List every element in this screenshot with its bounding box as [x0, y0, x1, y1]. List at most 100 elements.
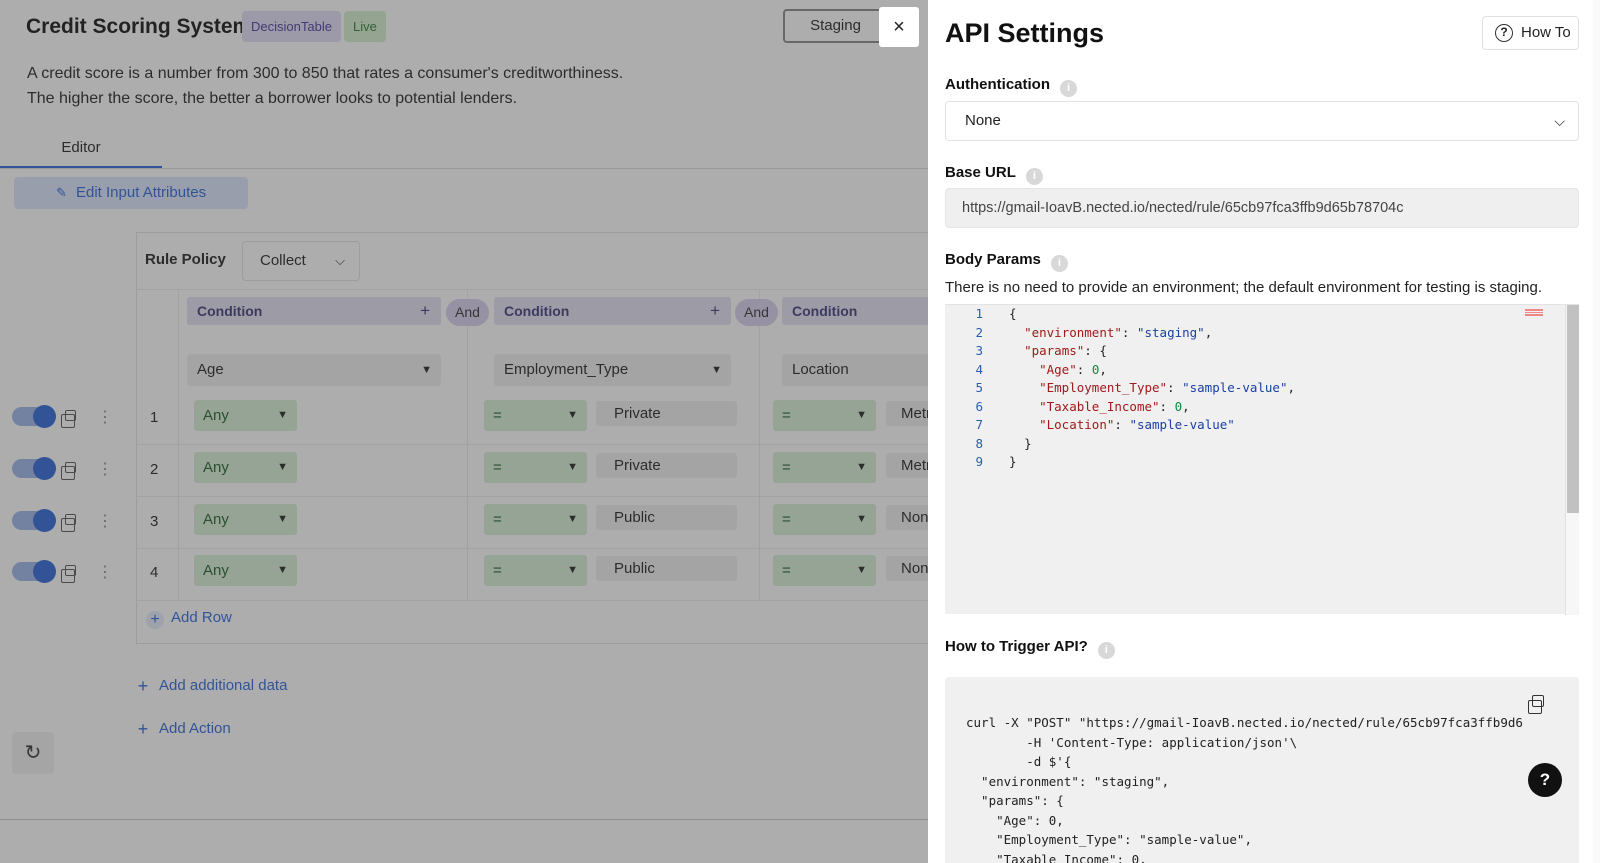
info-icon[interactable]: i [1025, 168, 1043, 185]
authentication-select[interactable]: None ⌵ [945, 101, 1579, 141]
and-operator-pill[interactable]: And [735, 299, 778, 326]
condition-value-input[interactable]: Non Metro [886, 505, 928, 530]
body-params-editor[interactable]: 1{2 "environment": "staging",3 "params":… [945, 304, 1579, 615]
copy-icon[interactable] [1528, 695, 1544, 714]
operator-value: = [493, 459, 502, 476]
refresh-icon[interactable]: ↻ [12, 732, 54, 774]
code-text: } [1009, 454, 1017, 469]
add-action-button[interactable]: +Add Action [134, 720, 231, 738]
condition-header: Condition + [187, 297, 441, 325]
tab-editor[interactable]: Editor [0, 131, 162, 169]
code-line: 1{ [945, 305, 1016, 324]
condition-operator-select[interactable]: =▼ [484, 452, 587, 483]
condition-operator-select[interactable]: =▼ [773, 452, 876, 483]
line-number: 6 [975, 398, 983, 414]
condition-value-input[interactable]: Public [596, 556, 737, 581]
row-number: 2 [150, 461, 159, 478]
and-operator-pill[interactable]: And [446, 299, 489, 326]
condition-value-input[interactable]: Non Metro [886, 556, 928, 581]
operator-value: = [493, 562, 502, 579]
minimap[interactable] [1525, 309, 1543, 317]
kebab-menu-icon[interactable]: ⋮ [97, 409, 113, 426]
staging-button[interactable]: Staging [783, 9, 888, 43]
close-icon[interactable]: × [879, 7, 919, 47]
curl-line: -d $'{ [966, 754, 1072, 769]
table-divider [759, 289, 760, 600]
attribute-select-age[interactable]: Age ▼ [187, 354, 441, 386]
caret-down-icon: ▼ [567, 461, 578, 473]
row-number: 1 [150, 409, 159, 426]
duplicate-icon[interactable] [61, 514, 76, 532]
caret-down-icon: ▼ [277, 409, 288, 421]
condition-operator-select[interactable]: =▼ [773, 555, 876, 586]
panel-scrollbar[interactable] [1593, 0, 1600, 863]
toggle-knob [33, 560, 56, 583]
operator-value: Any [203, 562, 229, 579]
table-divider [136, 600, 928, 601]
how-to-button[interactable]: ? How To [1482, 16, 1579, 50]
add-additional-data-button[interactable]: +Add additional data [134, 677, 288, 695]
condition-operator-select[interactable]: =▼ [484, 555, 587, 586]
condition-operator-select[interactable]: Any▼ [194, 555, 297, 586]
authentication-value: None [965, 112, 1001, 129]
scrollbar[interactable] [1565, 305, 1579, 615]
caret-down-icon: ▼ [856, 409, 867, 421]
info-icon[interactable]: i [1060, 80, 1077, 97]
add-condition-icon[interactable]: + [710, 301, 720, 320]
table-divider [178, 289, 179, 600]
table-divider [136, 496, 928, 497]
row-enabled-toggle[interactable] [12, 560, 56, 583]
condition-header: Condition + [494, 297, 731, 325]
base-url-field[interactable]: https://gmail-IoavB.nected.io/nected/rul… [945, 188, 1579, 228]
attribute-select-location[interactable]: Location [782, 354, 928, 386]
edit-input-attributes-label: Edit Input Attributes [76, 184, 207, 201]
condition-operator-select[interactable]: =▼ [484, 400, 587, 431]
help-button[interactable]: ? [1528, 763, 1562, 797]
code-text: "Taxable_Income": 0, [1039, 398, 1190, 414]
curl-line: -H 'Content-Type: application/json'\ [966, 734, 1298, 750]
attribute-select-employment-type[interactable]: Employment_Type ▼ [494, 354, 731, 386]
condition-operator-select[interactable]: =▼ [773, 400, 876, 431]
condition-value-input[interactable]: Metro [886, 453, 928, 478]
condition-header-label: Condition [504, 303, 570, 319]
duplicate-icon[interactable] [61, 410, 76, 428]
decision-table-badge: DecisionTable [242, 11, 341, 42]
condition-value-input[interactable]: Metro [886, 401, 928, 426]
caret-down-icon: ▼ [277, 513, 288, 525]
condition-operator-select[interactable]: Any▼ [194, 452, 297, 483]
scrollbar-thumb[interactable] [1567, 305, 1579, 513]
duplicate-icon[interactable] [61, 462, 76, 480]
line-number: 9 [975, 454, 983, 469]
rule-policy-select[interactable]: Collect ⌵ [242, 241, 360, 281]
kebab-menu-icon[interactable]: ⋮ [97, 513, 113, 530]
condition-value-input[interactable]: Private [596, 453, 737, 478]
edit-input-attributes-button[interactable]: ✎ Edit Input Attributes [14, 177, 248, 209]
condition-header-label: Condition [792, 303, 858, 319]
row-enabled-toggle[interactable] [12, 457, 56, 480]
condition-value-input[interactable]: Private [596, 401, 737, 426]
condition-operator-select[interactable]: Any▼ [194, 504, 297, 535]
add-row-button[interactable]: +Add Row [146, 609, 232, 629]
caret-down-icon: ▼ [856, 513, 867, 525]
info-icon[interactable]: i [1050, 255, 1068, 272]
row-enabled-toggle[interactable] [12, 405, 56, 428]
add-condition-icon[interactable]: + [420, 301, 430, 320]
kebab-menu-icon[interactable]: ⋮ [97, 564, 113, 581]
condition-operator-select[interactable]: Any▼ [194, 400, 297, 431]
rule-description: A credit score is a number from 300 to 8… [27, 61, 623, 111]
duplicate-icon[interactable] [61, 565, 76, 583]
row-enabled-toggle[interactable] [12, 509, 56, 532]
table-divider [136, 444, 928, 445]
trigger-api-label-text: How to Trigger API? [945, 638, 1088, 655]
condition-value-input[interactable]: Public [596, 505, 737, 530]
condition-operator-select[interactable]: =▼ [484, 504, 587, 535]
chevron-down-icon: ⌵ [1554, 113, 1565, 129]
info-icon[interactable]: i [1097, 642, 1115, 659]
line-number: 5 [975, 380, 983, 395]
attribute-name: Age [197, 361, 224, 378]
kebab-menu-icon[interactable]: ⋮ [97, 461, 113, 478]
condition-operator-select[interactable]: =▼ [773, 504, 876, 535]
operator-value: = [782, 459, 791, 476]
